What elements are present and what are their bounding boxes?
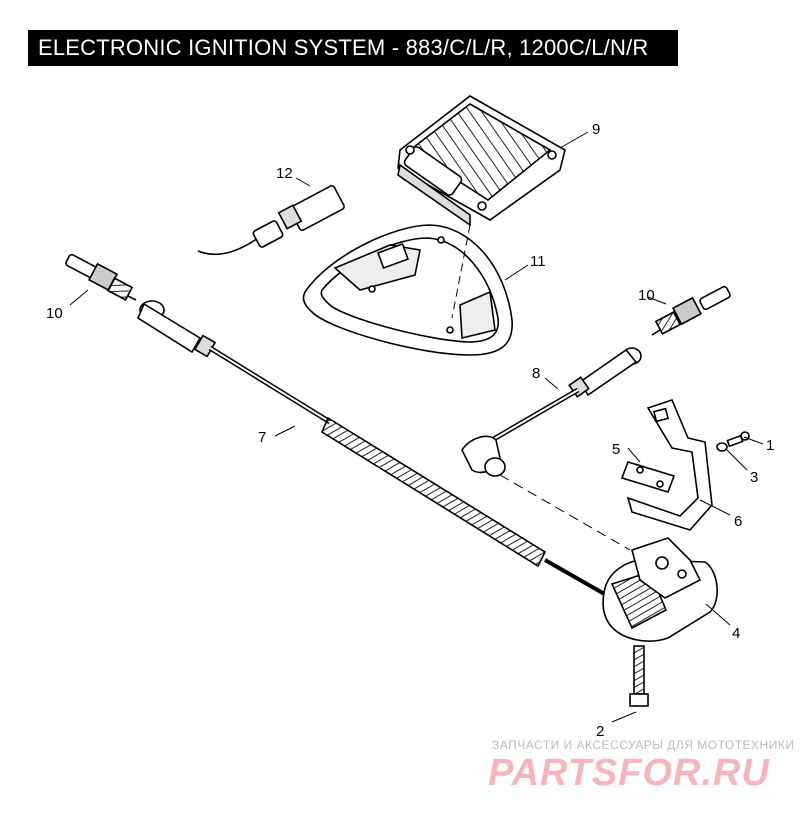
- callout-7: 7: [258, 429, 266, 446]
- watermark-brand: PARTSFOR.RU: [488, 752, 770, 794]
- callout-1: 1: [766, 437, 774, 454]
- callout-5: 5: [612, 441, 620, 458]
- alignment-line-coil: [499, 474, 631, 551]
- spark-plug-left: [65, 253, 137, 301]
- screw-and-washer: [716, 431, 750, 452]
- ignition-module: [397, 95, 566, 227]
- callout-8: 8: [532, 365, 540, 382]
- spark-plug-cable-short: [461, 347, 642, 477]
- ignition-coil: [602, 537, 718, 642]
- alignment-line: [451, 224, 471, 319]
- coil-bracket: [626, 399, 713, 531]
- callout-4: 4: [732, 625, 740, 642]
- diagram-title: ELECTRONIC IGNITION SYSTEM - 883/C/L/R, …: [28, 30, 678, 66]
- callout-10-right: 10: [638, 287, 655, 304]
- callout-9: 9: [592, 121, 600, 138]
- mounting-plate: [620, 461, 676, 493]
- callout-6: 6: [734, 513, 742, 530]
- callout-10-left: 10: [46, 305, 63, 322]
- spark-plug-cable-long: [136, 300, 616, 602]
- watermark-tagline: ЗАПЧАСТИ И АКСЕССУАРЫ ДЛЯ МОТОТЕХНИКИ: [492, 738, 795, 752]
- callout-2: 2: [596, 723, 604, 740]
- coil-mounting-bolt: [629, 645, 649, 707]
- callout-12: 12: [276, 165, 293, 182]
- leader-lines: [69, 131, 764, 723]
- module-mounting-tray: [302, 224, 513, 356]
- spark-plug-right: [651, 285, 731, 336]
- callout-11: 11: [530, 253, 546, 270]
- wiring-connector: [197, 185, 345, 256]
- callout-3: 3: [750, 469, 758, 486]
